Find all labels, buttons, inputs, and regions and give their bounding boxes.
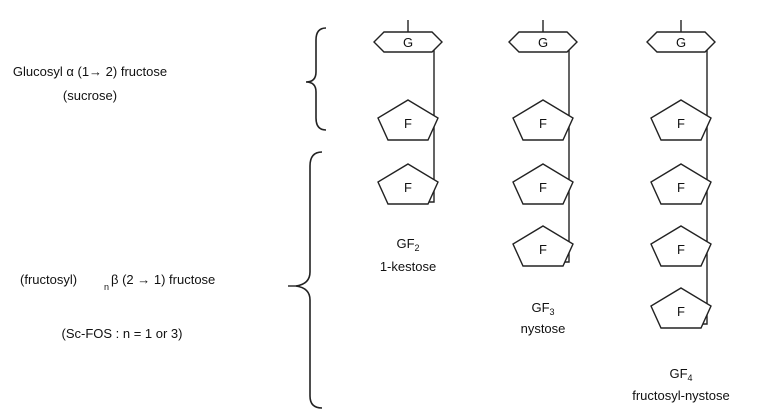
fructose-ring-label: F xyxy=(677,304,685,319)
fos-brace xyxy=(295,151,323,409)
gf4-column: G F F F F GF4 fructosyl-nystose xyxy=(632,20,730,403)
gf2-code: GF2 xyxy=(396,236,419,253)
gf2-name: 1-kestose xyxy=(380,259,436,274)
fos-formula-prefix: (fructosyl) xyxy=(20,272,77,287)
fructose-ring xyxy=(377,163,439,205)
gf4-code: GF4 xyxy=(669,366,692,383)
gf2-column: G F F GF2 1-kestose xyxy=(373,20,443,274)
sucrose-brace xyxy=(305,27,327,131)
fructose-ring xyxy=(512,225,574,267)
gf3-name: nystose xyxy=(521,321,566,336)
glucose-ring xyxy=(373,31,443,53)
fos-formula-subscript: n xyxy=(104,282,109,292)
glucose-ring xyxy=(646,31,716,53)
sc-fos-note: (Sc-FOS : n = 1 or 3) xyxy=(61,326,182,341)
sucrose-label-line2: (sucrose) xyxy=(63,88,117,103)
fructose-ring-label: F xyxy=(677,116,685,131)
glucose-ring-label: G xyxy=(403,35,413,50)
fructose-ring xyxy=(512,99,574,141)
fructose-ring xyxy=(377,99,439,141)
fructose-ring-label: F xyxy=(404,180,412,195)
fructose-ring-label: F xyxy=(677,242,685,257)
fructose-ring xyxy=(512,163,574,205)
fructose-ring xyxy=(650,287,712,329)
chain-backbone xyxy=(559,41,570,263)
fructose-ring-label: F xyxy=(677,180,685,195)
glucose-ring xyxy=(508,31,578,53)
fos-formula-label: (fructosyl) n β (2 → 1) fructose xyxy=(20,272,215,292)
sucrose-label-line1: Glucosyl α (1→ 2) fructose xyxy=(13,64,167,79)
gf4-name: fructosyl-nystose xyxy=(632,388,730,403)
fructose-ring-label: F xyxy=(539,242,547,257)
glucose-ring-label: G xyxy=(538,35,548,50)
gf3-column: G F F F GF3 nystose xyxy=(508,20,578,336)
fructose-ring-label: F xyxy=(404,116,412,131)
fructose-ring-label: F xyxy=(539,116,547,131)
fos-formula-suffix: β (2 → 1) fructose xyxy=(111,272,215,287)
fructose-ring xyxy=(650,99,712,141)
gf3-code: GF3 xyxy=(531,300,554,317)
fructose-ring-label: F xyxy=(539,180,547,195)
fructose-ring xyxy=(650,225,712,267)
glucose-ring-label: G xyxy=(676,35,686,50)
fructose-ring xyxy=(650,163,712,205)
